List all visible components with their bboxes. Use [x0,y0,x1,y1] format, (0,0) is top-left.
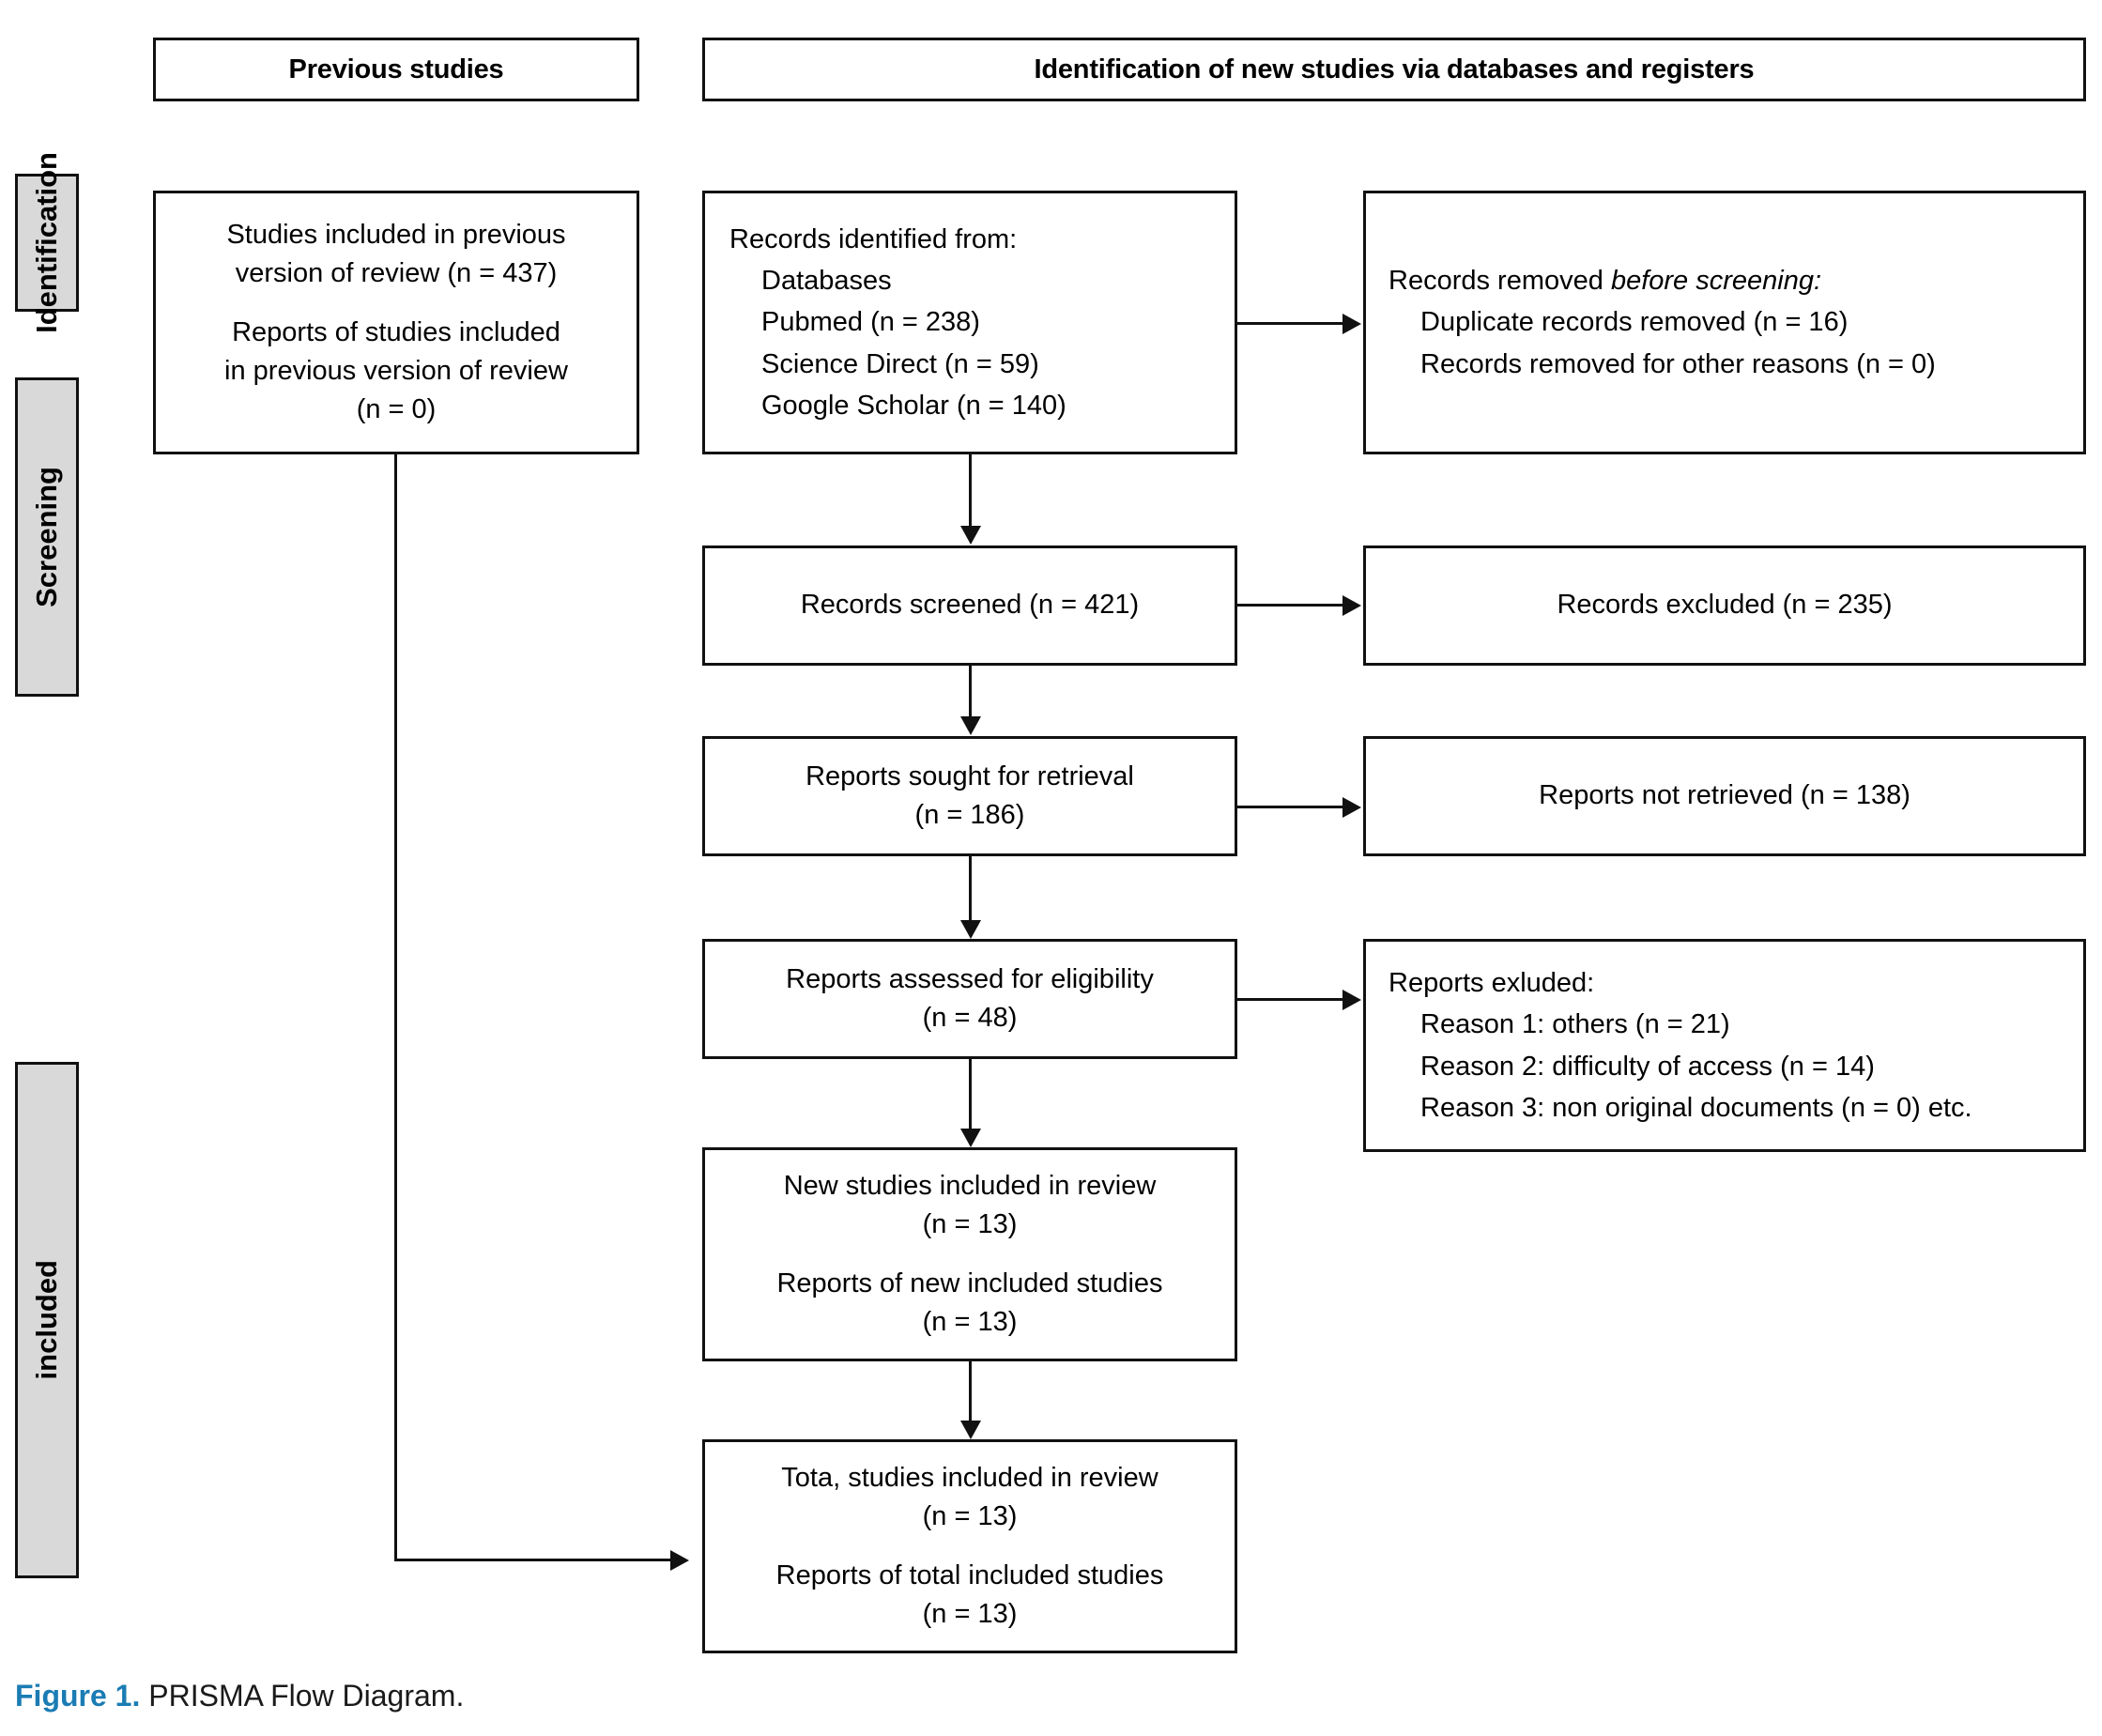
connector-screened-to-sought [969,666,972,718]
stage-label-identification: Identification [30,152,63,333]
connector-screened-to-excluded [1237,604,1344,607]
connector-identified-to-removed [1237,322,1344,325]
box-new-studies-included: New studies included in review (n = 13) … [702,1147,1237,1361]
arrowhead-assessed-to-excluded [1343,990,1361,1010]
records-screened-text: Records screened (n = 421) [800,590,1140,621]
column-header-previous-label: Previous studies [288,54,504,84]
column-header-new-studies: Identification of new studies via databa… [702,38,2086,101]
stage-label-screening: Screening [30,467,63,607]
previous-included-line-4: in previous version of review [224,356,568,387]
reports-not-retrieved-text: Reports not retrieved (n = 138) [1539,780,1910,811]
reports-sought-line-2: (n = 186) [914,800,1025,830]
reports-assessed-line-1: Reports assessed for eligibility [786,963,1154,994]
arrowhead-sought-to-not-retrieved [1343,797,1361,818]
reports-excluded-title: Reports exluded: [1389,968,1595,999]
new-studies-line-1: New studies included in review [783,1170,1157,1201]
connector-sought-to-not-retrieved [1237,806,1344,808]
new-studies-line-4: (n = 13) [922,1307,1018,1338]
arrowhead-identified-to-screened [960,526,981,545]
previous-included-line-3: Reports of studies included [232,316,560,347]
stage-bar-included: included [15,1062,79,1578]
records-identified-item-0: Databases [761,266,892,297]
arrowhead-previous-to-total [670,1550,689,1571]
figure-caption-text: PRISMA Flow Diagram. [148,1679,465,1713]
previous-included-line-5: (n = 0) [356,394,437,425]
stage-label-included: included [30,1260,63,1380]
new-studies-line-2: (n = 13) [922,1208,1018,1239]
box-reports-excluded: Reports exluded: Reason 1: others (n = 2… [1363,939,2086,1152]
previous-included-line-2: version of review (n = 437) [235,257,558,288]
figure-caption: Figure 1. PRISMA Flow Diagram. [15,1679,464,1713]
column-header-new-label: Identification of new studies via databa… [1034,54,1755,84]
figure-caption-label: Figure 1. [15,1679,141,1713]
records-identified-item-3: Google Scholar (n = 140) [761,390,1066,421]
reports-assessed-line-2: (n = 48) [922,1003,1018,1033]
records-excluded-text: Records excluded (n = 235) [1557,590,1893,621]
arrowhead-screened-to-sought [960,716,981,735]
box-records-removed: Records removed before screening: Duplic… [1363,191,2086,454]
total-included-line-1: Tota, studies included in review [781,1462,1158,1493]
connector-previous-to-total-horizontal [394,1559,672,1561]
records-removed-title-italic: before screening: [1610,266,1822,297]
connector-assessed-to-excluded [1237,998,1344,1001]
previous-included-line-1: Studies included in previous [226,219,566,250]
records-removed-title-normal: Records removed [1389,266,1611,297]
connector-new-studies-to-total [969,1361,972,1422]
reports-excluded-item-2: Reason 3: non original documents (n = 0)… [1420,1092,1972,1123]
connector-assessed-to-new-studies [969,1059,972,1130]
connector-sought-to-assessed [969,856,972,922]
records-removed-item-0: Duplicate records removed (n = 16) [1420,307,1849,338]
stage-bar-screening: Screening [15,377,79,697]
reports-sought-line-1: Reports sought for retrieval [806,760,1134,791]
box-records-identified: Records identified from: Databases Pubme… [702,191,1237,454]
box-reports-assessed: Reports assessed for eligibility (n = 48… [702,939,1237,1059]
arrowhead-assessed-to-new-studies [960,1129,981,1147]
arrowhead-new-studies-to-total [960,1421,981,1439]
records-removed-title: Records removed before screening: [1389,260,2070,301]
box-total-included: Tota, studies included in review (n = 13… [702,1439,1237,1653]
total-included-line-2: (n = 13) [922,1500,1018,1531]
reports-excluded-item-0: Reason 1: others (n = 21) [1420,1009,1730,1040]
records-identified-item-1: Pubmed (n = 238) [761,307,980,338]
arrowhead-sought-to-assessed [960,920,981,939]
total-included-line-3: Reports of total included studies [775,1560,1164,1590]
box-previous-included-studies: Studies included in previous version of … [153,191,639,454]
records-identified-title: Records identified from: [729,224,1018,255]
box-records-excluded: Records excluded (n = 235) [1363,545,2086,666]
box-reports-sought: Reports sought for retrieval (n = 186) [702,736,1237,856]
total-included-line-4: (n = 13) [922,1599,1018,1630]
box-reports-not-retrieved: Reports not retrieved (n = 138) [1363,736,2086,856]
box-records-screened: Records screened (n = 421) [702,545,1237,666]
stage-bar-identification: Identification [15,152,79,333]
connector-identified-to-screened [969,454,972,528]
connector-previous-to-total-vertical [394,454,397,1561]
reports-excluded-item-1: Reason 2: difficulty of access (n = 14) [1420,1051,1875,1082]
arrowhead-screened-to-excluded [1343,595,1361,616]
records-identified-item-2: Science Direct (n = 59) [761,348,1039,379]
column-header-previous-studies: Previous studies [153,38,639,101]
new-studies-line-3: Reports of new included studies [776,1268,1163,1298]
arrowhead-identified-to-removed [1343,314,1361,334]
records-removed-item-1: Records removed for other reasons (n = 0… [1420,348,1936,379]
